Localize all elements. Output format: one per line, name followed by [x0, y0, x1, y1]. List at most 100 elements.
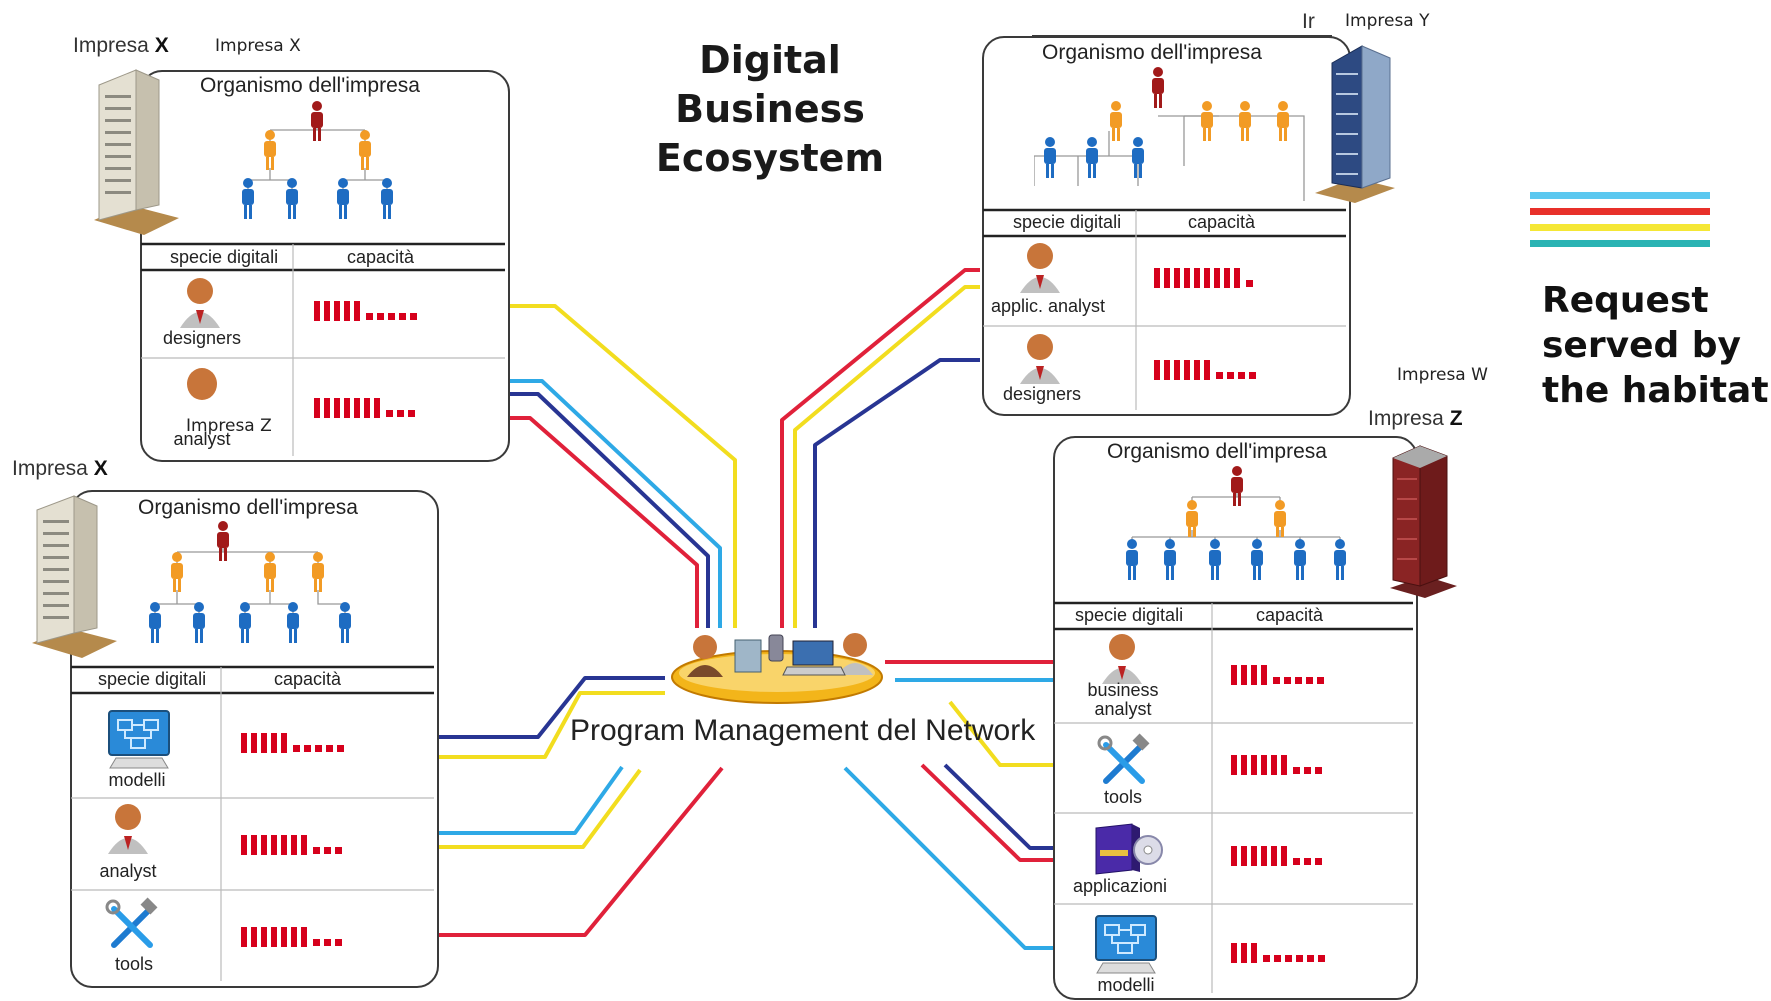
capacity-block: [1251, 755, 1257, 775]
capacity-block: [301, 927, 307, 947]
wire-red: [437, 766, 724, 937]
capacity-block: [241, 835, 247, 855]
capability-table-grid: [983, 208, 1346, 410]
building-icon: [94, 69, 179, 235]
legend-stripe: [1530, 224, 1710, 231]
company-letter: X: [154, 34, 169, 57]
overlay-company-label: Impresa Z: [186, 416, 272, 436]
person-icon: [108, 804, 148, 854]
capacity-block: [1251, 665, 1257, 685]
capacity-block: [1234, 268, 1240, 288]
capability-table-grid: [71, 665, 434, 981]
capacity-dash: [1315, 767, 1322, 774]
capacity-dash: [1227, 372, 1234, 379]
capacity-block: [291, 927, 297, 947]
capacity-block: [271, 733, 277, 753]
capacity-dash: [410, 313, 417, 320]
capacity-block: [1194, 268, 1200, 288]
person-icon: [837, 633, 873, 675]
org-person-icon: [312, 552, 324, 592]
capacity-block: [1154, 268, 1160, 288]
capacity-dash: [304, 745, 311, 752]
capacity-dash: [1293, 858, 1300, 865]
capacity-dash: [1304, 858, 1311, 865]
org-person-icon: [264, 552, 276, 592]
legend-caption-line: served by: [1542, 325, 1742, 366]
capacity-block: [374, 398, 380, 418]
computer-tower-icon: [734, 639, 762, 673]
capacity-block: [1271, 755, 1277, 775]
wire-navy: [437, 676, 665, 739]
capacity-block: [1174, 360, 1180, 380]
capacity-block: [314, 398, 320, 418]
org-person-icon: [381, 178, 393, 219]
capacity-bar: [241, 835, 342, 855]
org-person-icon: [286, 178, 298, 219]
capacity-block: [251, 733, 257, 753]
tools-icon: [105, 897, 158, 948]
wire-yellow: [437, 768, 642, 849]
person-icon: [1102, 634, 1142, 684]
capacity-dash: [324, 939, 331, 946]
capacity-block: [1184, 268, 1190, 288]
diagram-title: Digital Business Ecosystem: [640, 36, 900, 183]
org-person-icon: [1186, 500, 1198, 537]
person-icon: [687, 635, 723, 677]
tools-icon: [1097, 733, 1150, 784]
capacity-dash: [335, 939, 342, 946]
legend-stripe: [1530, 208, 1710, 215]
org-person-icon: [193, 602, 205, 643]
capacity-block: [1241, 846, 1247, 866]
capacity-block: [314, 301, 320, 321]
column-header-species: specie digitali: [1013, 212, 1122, 232]
capacity-block: [1281, 846, 1287, 866]
capacity-bar: [1154, 268, 1253, 288]
wire-yellow: [508, 304, 737, 628]
capacity-block: [344, 301, 350, 321]
capacity-dash: [335, 847, 342, 854]
wire-cyan: [437, 765, 624, 835]
capacity-bar: [1231, 943, 1325, 963]
capacity-dash: [1273, 677, 1280, 684]
floating-company-label: Impresa W: [1397, 365, 1488, 385]
wire-yellow: [437, 691, 665, 759]
organism-title: Organismo dell'impresa: [138, 496, 358, 519]
capacity-block: [241, 927, 247, 947]
org-person-icon: [171, 552, 183, 592]
capacity-block: [251, 835, 257, 855]
capacity-bar: [1231, 846, 1322, 866]
org-chart: [242, 101, 393, 219]
capacity-dash: [1317, 677, 1324, 684]
company-letter: X: [93, 457, 108, 480]
capacity-block: [1261, 665, 1267, 685]
org-person-icon: [1274, 500, 1286, 537]
capacity-dash: [1306, 677, 1313, 684]
org-person-icon: [1334, 539, 1346, 580]
capacity-block: [1231, 755, 1237, 775]
capacity-block: [271, 927, 277, 947]
model-screen-icon: [108, 710, 170, 769]
org-person-icon: [1132, 137, 1144, 178]
org-person-icon: [1231, 466, 1243, 506]
wire-red: [780, 268, 980, 628]
capacity-block: [1194, 360, 1200, 380]
capacity-block: [1271, 846, 1277, 866]
legend-stripe: [1530, 240, 1710, 247]
capacity-block: [1224, 268, 1230, 288]
capacity-block: [241, 733, 247, 753]
company-label: Impresa X: [73, 34, 169, 58]
org-person-icon: [1126, 539, 1138, 580]
legend-caption-line: Request: [1542, 280, 1709, 321]
capacity-dash: [1293, 767, 1300, 774]
capacity-block: [1241, 665, 1247, 685]
org-person-icon: [359, 130, 371, 170]
cut-off-label: Ir: [1302, 10, 1315, 33]
capacity-dash: [313, 939, 320, 946]
capacity-block: [1231, 846, 1237, 866]
org-chart: [1126, 466, 1346, 580]
capacity-block: [271, 835, 277, 855]
wire-navy: [813, 358, 980, 628]
organism-title: Organismo dell'impresa: [1107, 440, 1327, 463]
legend-caption-line: the habitat: [1542, 370, 1769, 411]
capacity-bar: [1231, 755, 1322, 775]
